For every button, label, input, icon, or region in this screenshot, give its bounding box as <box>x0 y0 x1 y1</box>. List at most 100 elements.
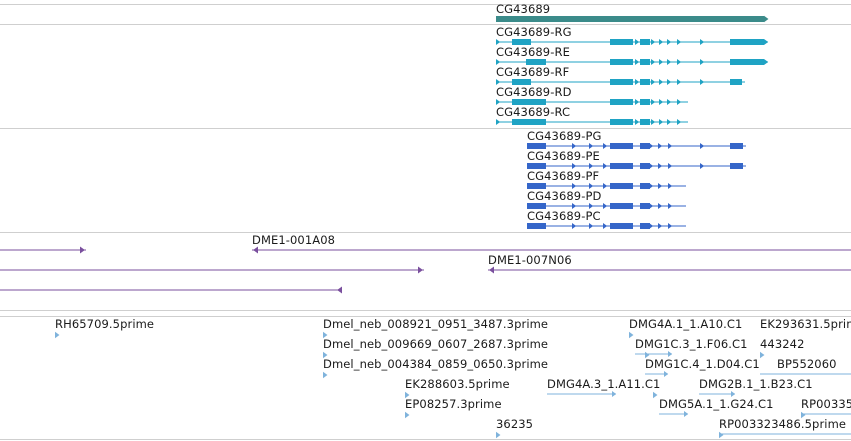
exon-block <box>610 39 633 45</box>
est-label[interactable]: 36235 <box>496 417 534 431</box>
est-label[interactable]: 443242 <box>760 337 805 351</box>
est-label[interactable]: Dmel_neb_008921_0951_3487.3prime <box>323 317 549 331</box>
mini-exon-arrow <box>635 99 640 105</box>
est-label[interactable]: BP552060 <box>777 357 837 371</box>
est-label[interactable]: EK288603.5prime <box>405 377 510 391</box>
mini-exon-arrow <box>589 143 594 149</box>
exon-block <box>610 119 633 125</box>
mini-exon-arrow <box>677 99 682 105</box>
protein-label[interactable]: CG43689-PE <box>527 149 600 163</box>
est-label[interactable]: DMG2B.1_1.B23.C1 <box>699 377 813 391</box>
mini-exon-arrow <box>667 59 672 65</box>
mini-exon-arrow <box>658 203 663 209</box>
mini-exon-arrow <box>659 99 664 105</box>
mini-exon-arrow <box>667 119 672 125</box>
clone-label[interactable]: DME1-007N06 <box>488 253 572 267</box>
track-divider <box>0 24 851 25</box>
est-label[interactable]: RP00335 <box>801 397 851 411</box>
est-arrow <box>323 331 328 339</box>
est-arrow <box>668 351 673 357</box>
exon-block <box>640 203 650 209</box>
mini-exon-arrow <box>643 99 648 105</box>
mini-exon-arrow <box>572 223 577 229</box>
clone-arrow <box>253 246 258 254</box>
est-arrow <box>801 411 806 419</box>
strand-arrow <box>496 99 501 105</box>
clone-label[interactable]: DME1-001A08 <box>252 233 336 247</box>
mini-exon-arrow <box>572 203 577 209</box>
track-divider <box>0 316 851 317</box>
est-arrow <box>664 371 669 377</box>
clone-arrow <box>80 246 85 254</box>
protein-label[interactable]: CG43689-PG <box>527 129 602 143</box>
mini-exon-arrow <box>635 39 640 45</box>
mini-exon-arrow <box>572 163 577 169</box>
mini-exon-arrow <box>700 79 705 85</box>
track-divider <box>0 4 851 5</box>
mini-exon-arrow <box>603 223 608 229</box>
mini-exon-arrow <box>589 183 594 189</box>
gene-label[interactable]: CG43689 <box>496 2 551 16</box>
mini-exon-arrow <box>659 39 664 45</box>
est-arrow <box>323 351 328 359</box>
est-arrow <box>323 371 328 379</box>
exon-block <box>512 99 546 105</box>
est-label[interactable]: DMG1C.4_1.D04.C1 <box>645 357 760 371</box>
transcript-label[interactable]: CG43689-RG <box>496 25 572 39</box>
exon-block <box>610 183 633 189</box>
est-label[interactable]: Dmel_neb_009669_0607_2687.3prime <box>323 337 549 351</box>
end-arrow <box>764 59 769 65</box>
mini-exon-arrow <box>643 119 648 125</box>
est-label[interactable]: Dmel_neb_004384_0859_0650.3prime <box>323 357 549 371</box>
est-arrow <box>405 391 410 399</box>
protein-label[interactable]: CG43689-PD <box>527 189 602 203</box>
est-arrow <box>629 331 634 339</box>
est-arrow <box>405 411 410 419</box>
transcript-label[interactable]: CG43689-RF <box>496 65 570 79</box>
strand-arrow <box>496 119 501 125</box>
est-label[interactable]: DMG4A.1_1.A10.C1 <box>629 317 743 331</box>
exon-block <box>640 143 650 149</box>
protein-label[interactable]: CG43689-PF <box>527 169 600 183</box>
gene-strand-arrow <box>764 15 769 23</box>
exon-block <box>527 223 546 229</box>
est-label[interactable]: DMG4A.3_1.A11.C1 <box>547 377 661 391</box>
transcript-label[interactable]: CG43689-RC <box>496 105 571 119</box>
mini-exon-arrow <box>589 163 594 169</box>
mini-exon-arrow <box>649 183 654 189</box>
mini-exon-arrow <box>668 163 673 169</box>
mini-exon-arrow <box>700 163 705 169</box>
exon-block <box>512 79 531 85</box>
exon-block <box>610 59 633 65</box>
mini-exon-arrow <box>677 119 682 125</box>
est-label[interactable]: DMG5A.1_1.G24.C1 <box>659 397 774 411</box>
mini-exon-arrow <box>668 203 673 209</box>
est-label[interactable]: RP003323486.5prime <box>719 417 847 431</box>
strand-arrow <box>496 39 501 45</box>
exon-block <box>730 39 764 45</box>
exon-block <box>527 183 546 189</box>
est-arrow <box>612 391 617 397</box>
track-divider <box>0 310 851 311</box>
exon-block <box>730 143 743 149</box>
mini-exon-arrow <box>589 203 594 209</box>
end-arrow <box>764 39 769 45</box>
mini-exon-arrow <box>667 39 672 45</box>
est-label[interactable]: RH65709.5prime <box>55 317 155 331</box>
transcript-label[interactable]: CG43689-RD <box>496 85 572 99</box>
exon-block <box>527 143 546 149</box>
exon-block <box>527 203 546 209</box>
clone-arrow <box>337 286 342 294</box>
mini-exon-arrow <box>667 99 672 105</box>
exon-block <box>527 163 546 169</box>
est-label[interactable]: EK293631.5prime <box>760 317 851 331</box>
transcript-label[interactable]: CG43689-RE <box>496 45 570 59</box>
est-label[interactable]: DMG1C.3_1.F06.C1 <box>635 337 748 351</box>
protein-label[interactable]: CG43689-PC <box>527 209 601 223</box>
exon-block <box>640 183 650 189</box>
est-label[interactable]: EP08257.3prime <box>405 397 502 411</box>
mini-exon-arrow <box>635 59 640 65</box>
mini-exon-arrow <box>658 223 663 229</box>
strand-arrow <box>496 59 501 65</box>
